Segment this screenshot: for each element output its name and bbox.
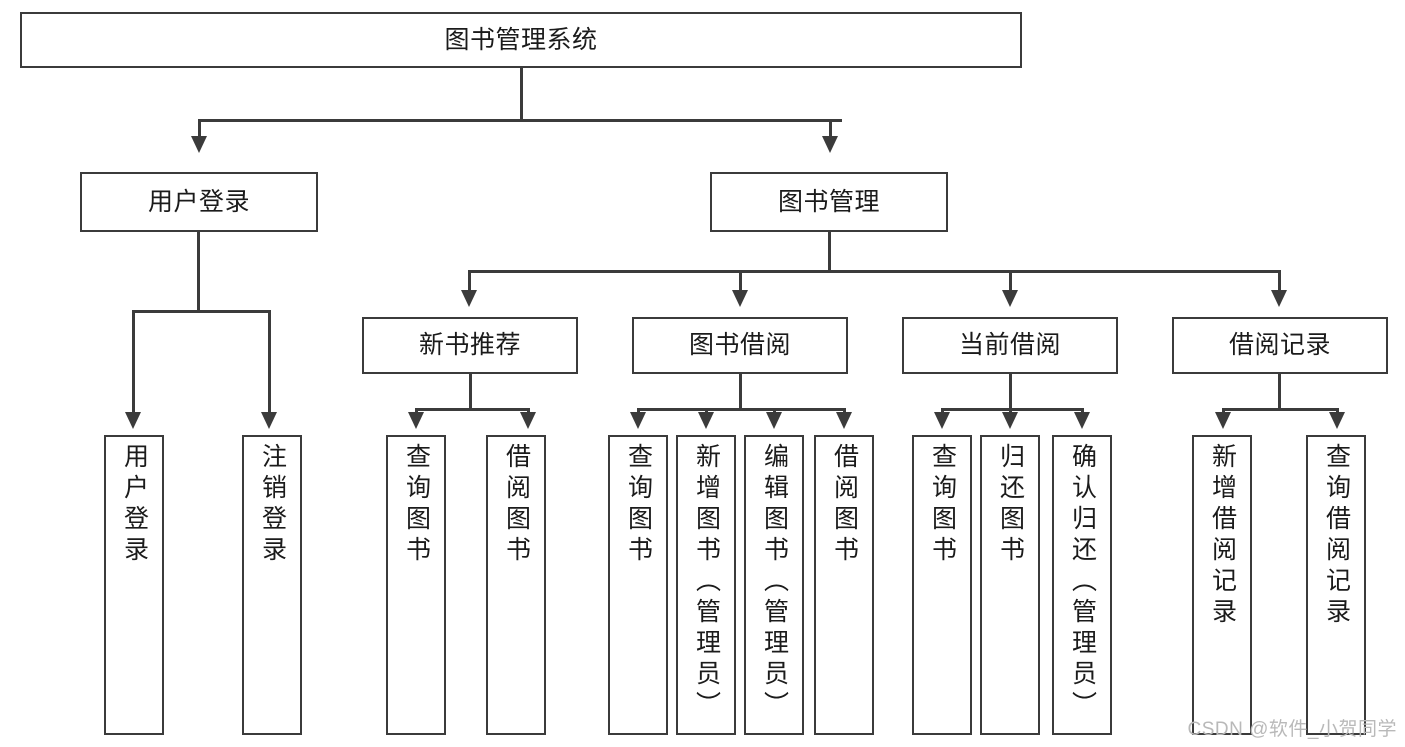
edge-book-manage-to-current-borrow (1009, 270, 1012, 292)
node-leaf-add-book[interactable]: 新增图书（管理员） (676, 435, 736, 735)
node-borrow-record[interactable]: 借阅记录 (1172, 317, 1388, 374)
edge-book-manage-to-new-book-rec (468, 270, 471, 292)
node-leaf-edit-book[interactable]: 编辑图书（管理员） (744, 435, 804, 735)
node-leaf-logout[interactable]: 注销登录 (242, 435, 302, 735)
node-label: 图书管理系统 (444, 25, 598, 54)
node-label: 查询借阅记录 (1322, 443, 1351, 629)
node-label: 注销登录 (258, 443, 287, 567)
edge-book-manage-stem (828, 232, 831, 272)
arrowhead-to-book-manage (822, 136, 838, 153)
arrowhead-leaf-edit-book (766, 412, 782, 429)
arrowhead-leaf-user-login (125, 412, 141, 429)
node-current-borrow[interactable]: 当前借阅 (902, 317, 1118, 374)
node-label: 新增图书（管理员） (692, 443, 721, 722)
arrowhead-new-book-rec (461, 290, 477, 307)
edge-user-login-stem (197, 232, 200, 312)
arrowhead-leaf-return-book (1002, 412, 1018, 429)
edge-borrow-record-bus (1222, 408, 1338, 411)
arrowhead-leaf-query-record (1329, 412, 1345, 429)
edge-root-to-user-login (198, 119, 201, 139)
node-user-login[interactable]: 用户登录 (80, 172, 318, 232)
arrowhead-leaf-add-record (1215, 412, 1231, 429)
edge-new-book-rec-stem (469, 374, 472, 410)
node-label: 新增借阅记录 (1208, 443, 1237, 629)
node-leaf-return-book[interactable]: 归还图书 (980, 435, 1040, 735)
node-label: 查询图书 (402, 443, 431, 567)
node-label: 借阅图书 (502, 443, 531, 567)
node-label: 图书借阅 (688, 331, 791, 360)
node-label: 借阅图书 (830, 443, 859, 567)
node-label: 确认归还（管理员） (1068, 443, 1097, 722)
edge-book-manage-to-borrow-record (1278, 270, 1281, 292)
arrowhead-leaf-confirm-return (1074, 412, 1090, 429)
edge-book-borrow-stem (739, 374, 742, 410)
node-leaf-add-record[interactable]: 新增借阅记录 (1192, 435, 1252, 735)
edge-root-stem (520, 68, 523, 120)
node-label: 归还图书 (996, 443, 1025, 567)
edge-root-bus (198, 119, 842, 122)
node-leaf-query-book-3[interactable]: 查询图书 (912, 435, 972, 735)
node-label: 编辑图书（管理员） (760, 443, 789, 722)
edge-book-manage-to-book-borrow (739, 270, 742, 292)
node-new-book-rec[interactable]: 新书推荐 (362, 317, 578, 374)
arrowhead-current-borrow (1002, 290, 1018, 307)
arrowhead-leaf-query-book-2 (630, 412, 646, 429)
edge-root-to-book-manage (829, 119, 832, 139)
arrowhead-leaf-add-book (698, 412, 714, 429)
arrowhead-leaf-borrow-book-1 (520, 412, 536, 429)
node-label: 借阅记录 (1228, 331, 1331, 360)
arrowhead-book-borrow (732, 290, 748, 307)
node-label: 查询图书 (624, 443, 653, 567)
arrowhead-leaf-logout (261, 412, 277, 429)
node-leaf-query-book-2[interactable]: 查询图书 (608, 435, 668, 735)
edge-current-borrow-bus (941, 408, 1083, 411)
arrowhead-leaf-query-book-3 (934, 412, 950, 429)
node-leaf-query-record[interactable]: 查询借阅记录 (1306, 435, 1366, 735)
edge-book-borrow-bus (637, 408, 845, 411)
node-label: 用户登录 (147, 187, 250, 216)
edge-borrow-record-stem (1278, 374, 1281, 410)
node-label: 新书推荐 (418, 331, 521, 360)
edge-book-manage-bus (468, 270, 1280, 273)
edge-new-book-rec-bus (415, 408, 529, 411)
node-label: 图书管理 (777, 187, 880, 216)
arrowhead-leaf-borrow-book-2 (836, 412, 852, 429)
edge-user-login-bus (132, 310, 270, 313)
watermark-text: CSDN @软件_小贺同学 (1187, 719, 1397, 740)
node-label: 当前借阅 (958, 331, 1061, 360)
node-book-borrow[interactable]: 图书借阅 (632, 317, 848, 374)
node-leaf-confirm-return[interactable]: 确认归还（管理员） (1052, 435, 1112, 735)
node-leaf-borrow-book-2[interactable]: 借阅图书 (814, 435, 874, 735)
node-leaf-borrow-book-1[interactable]: 借阅图书 (486, 435, 546, 735)
arrowhead-leaf-query-book-1 (408, 412, 424, 429)
node-leaf-query-book-1[interactable]: 查询图书 (386, 435, 446, 735)
edge-user-login-to-leaf-2 (268, 310, 271, 415)
node-label: 查询图书 (928, 443, 957, 567)
arrowhead-to-user-login (191, 136, 207, 153)
node-leaf-user-login[interactable]: 用户登录 (104, 435, 164, 735)
arrowhead-borrow-record (1271, 290, 1287, 307)
node-label: 用户登录 (120, 443, 149, 567)
edge-current-borrow-stem (1009, 374, 1012, 410)
edge-user-login-to-leaf-1 (132, 310, 135, 415)
node-root-system[interactable]: 图书管理系统 (20, 12, 1022, 68)
node-book-manage[interactable]: 图书管理 (710, 172, 948, 232)
